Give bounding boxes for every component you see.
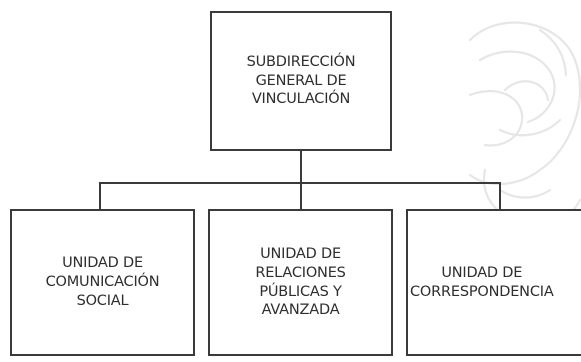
node-unidad-comunicacion-social: UNIDAD DE COMUNICACIÓN SOCIAL [10, 209, 195, 356]
node-subdireccion-general-vinculacion: SUBDIRECCIÓN GENERAL DE VINCULACIÓN [210, 11, 392, 151]
node-unidad-relaciones-publicas-avanzada: UNIDAD DE RELACIONES PÚBLICAS Y AVANZADA [208, 209, 393, 356]
node-unidad-correspondencia: UNIDAD DE CORRESPONDENCIA [406, 209, 581, 356]
